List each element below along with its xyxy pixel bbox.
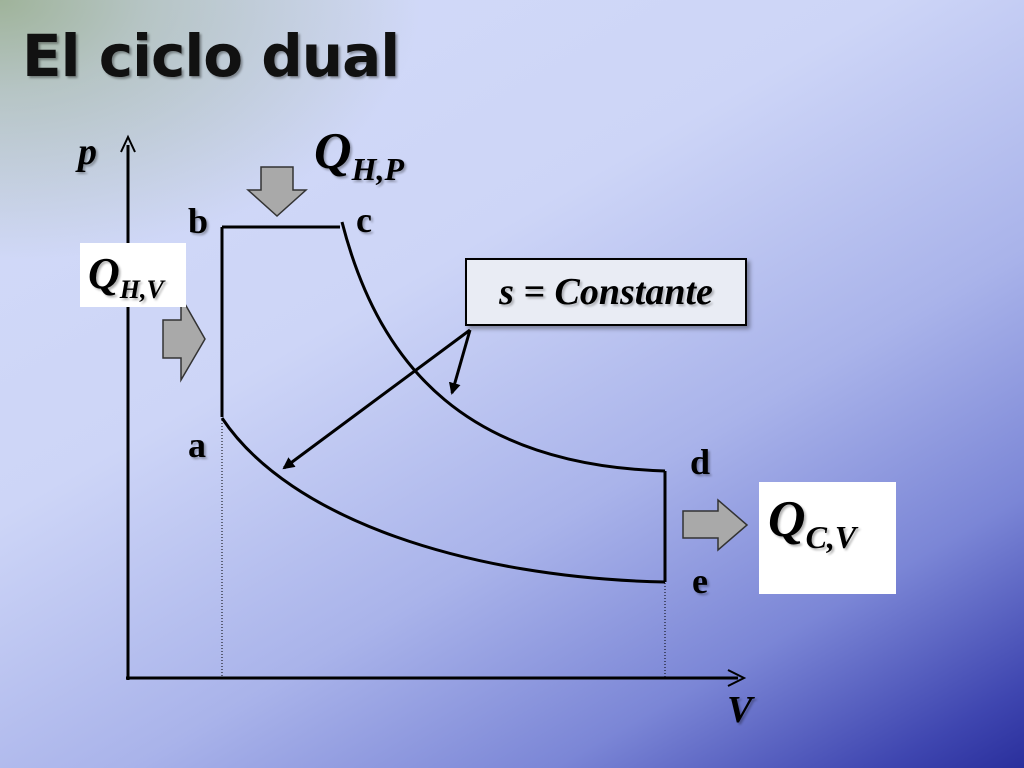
y-axis-arrowhead [120, 134, 136, 153]
isentropic-callout: s = Constante [465, 258, 747, 326]
process-c-d [340, 221, 666, 473]
heat-out-volume-symbol: Q [768, 491, 806, 548]
x-axis-arrowhead [727, 669, 747, 687]
heat-in-volume-box [80, 243, 186, 307]
heat-in-pressure-symbol: Q [314, 123, 352, 180]
heat-in-volume-arrow-icon [162, 294, 206, 383]
y-axis-label: p [78, 131, 97, 173]
heat-out-volume-arrow-icon [682, 498, 749, 552]
heat-in-pressure-arrow-icon [246, 166, 308, 218]
point-label-e: e [692, 561, 708, 601]
slide-title: El ciclo dual [22, 22, 400, 90]
point-label-d: d [690, 442, 711, 482]
heat-in-pressure-label: QH,P [314, 122, 404, 188]
isentrope-pointer-lower [282, 328, 471, 470]
process-e-a [220, 417, 666, 584]
point-label-c: c [356, 200, 372, 240]
heat-in-volume-label: QH,V [88, 248, 164, 305]
heat-in-volume-subscript: H,V [119, 275, 164, 304]
heat-out-volume-box [759, 482, 896, 594]
heat-out-volume-subscript: C,V [805, 519, 857, 555]
x-axis-label: V [727, 689, 753, 731]
point-label-b: b [188, 201, 209, 241]
heat-in-pressure-subscript: H,P [351, 151, 404, 187]
isentrope-pointer-upper [448, 329, 472, 395]
point-label-a: a [188, 425, 206, 465]
heat-out-volume-label: QC,V [768, 490, 856, 556]
heat-in-volume-symbol: Q [88, 249, 120, 298]
